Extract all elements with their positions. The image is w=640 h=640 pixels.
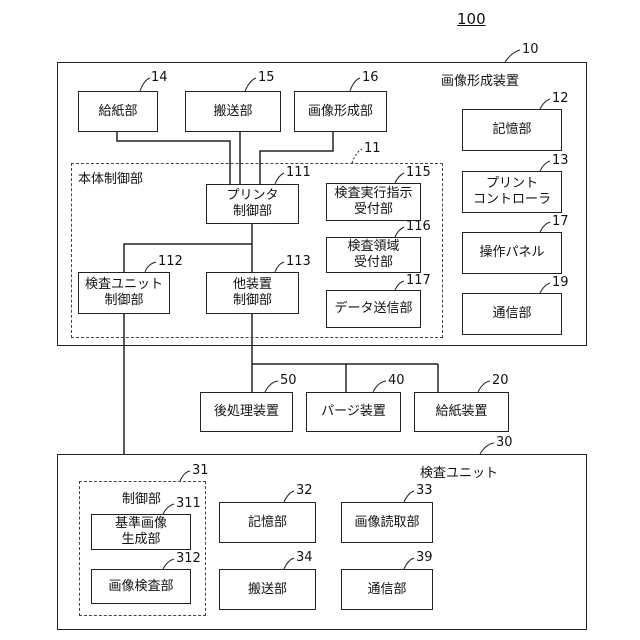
inspection-transport-box: 搬送部 <box>219 569 316 610</box>
paper-feed-box: 給紙部 <box>78 91 158 132</box>
ref-inspection-area-receiver: 116 <box>406 219 431 234</box>
inspection-area-receiver-box: 検査領域 受付部 <box>326 237 421 273</box>
data-transmitter-box: データ送信部 <box>326 290 421 328</box>
ref-inspection-unit-control: 112 <box>158 254 183 269</box>
ref-paper-feed: 14 <box>151 70 168 85</box>
ref-image-reader: 33 <box>416 483 433 498</box>
ref-main-control: 11 <box>364 141 381 156</box>
operation-panel-box: 操作パネル <box>462 232 562 274</box>
print-controller-box: プリント コントローラ <box>462 171 562 213</box>
ref-storage: 12 <box>552 91 569 106</box>
inspection-control-title: 制御部 <box>122 488 161 507</box>
ref-communication: 19 <box>552 275 569 290</box>
ref-image-forming: 10 <box>522 42 539 57</box>
image-forming-device-title: 画像形成装置 <box>441 70 519 89</box>
ref-other-device-control: 113 <box>286 254 311 269</box>
ref-inspection-unit: 30 <box>496 435 513 450</box>
ref-inspection-exec-receiver: 115 <box>406 165 431 180</box>
ref-inspection-storage: 32 <box>296 483 313 498</box>
ref-reference-image-generator: 311 <box>176 496 201 511</box>
ref-paper-feeder: 20 <box>492 373 509 388</box>
ref-data-transmitter: 117 <box>406 273 431 288</box>
post-processing-box: 後処理装置 <box>200 392 293 432</box>
ref-transport: 15 <box>258 70 275 85</box>
image-inspector-box: 画像検査部 <box>91 569 191 604</box>
ref-inspection-control: 31 <box>192 463 209 478</box>
figure-number: 100 <box>457 10 486 28</box>
main-control-title: 本体制御部 <box>78 168 143 187</box>
storage-box: 記憶部 <box>462 109 562 151</box>
image-former-box: 画像形成部 <box>294 91 387 132</box>
communication-box: 通信部 <box>462 293 562 335</box>
other-device-control-box: 他装置 制御部 <box>206 272 299 314</box>
ref-inspection-communication: 39 <box>416 550 433 565</box>
ref-print-controller: 13 <box>552 153 569 168</box>
inspection-unit-control-box: 検査ユニット 制御部 <box>78 272 170 314</box>
ref-post-processing: 50 <box>280 373 297 388</box>
ref-printer-control: 111 <box>286 165 311 180</box>
ref-operation-panel: 17 <box>552 214 569 229</box>
paper-feeder-box: 給紙装置 <box>414 392 509 432</box>
image-reader-box: 画像読取部 <box>341 502 433 543</box>
ref-purge: 40 <box>388 373 405 388</box>
reference-image-generator-box: 基準画像 生成部 <box>91 514 191 550</box>
ref-inspection-transport: 34 <box>296 550 313 565</box>
inspection-communication-box: 通信部 <box>341 569 433 610</box>
printer-control-box: プリンタ 制御部 <box>206 184 299 224</box>
purge-box: パージ装置 <box>306 392 401 432</box>
ref-image-former: 16 <box>362 70 379 85</box>
inspection-unit-title: 検査ユニット <box>420 462 498 481</box>
transport-box: 搬送部 <box>185 91 281 132</box>
inspection-storage-box: 記憶部 <box>219 502 316 543</box>
ref-image-inspector: 312 <box>176 551 201 566</box>
inspection-exec-receiver-box: 検査実行指示 受付部 <box>326 183 421 221</box>
